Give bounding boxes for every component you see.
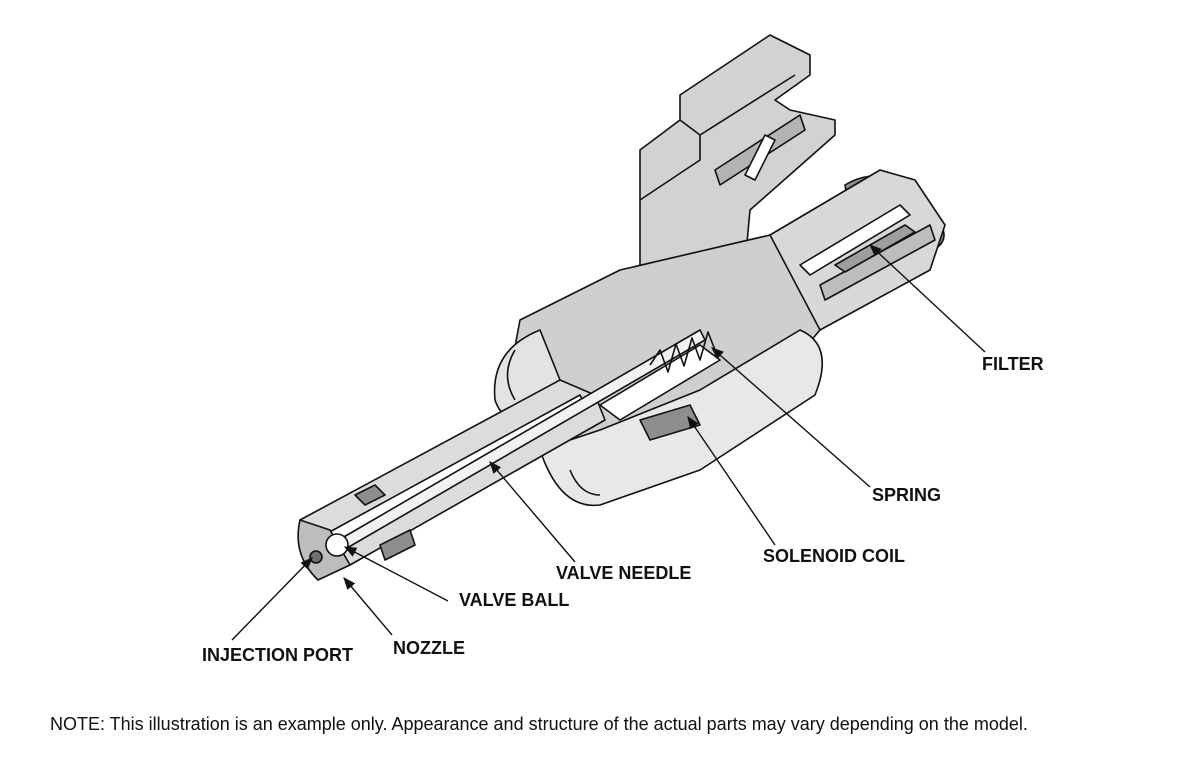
solenoid-coil-band (539, 329, 823, 507)
solenoid-coil-leader (687, 415, 776, 546)
fuel-injector-cutaway-diagram: FILTER SPRING SOLENOID COIL VALVE NEEDLE… (202, 34, 1044, 665)
filter-leader (869, 244, 986, 353)
spring-label: SPRING (872, 485, 941, 505)
nozzle-label: NOZZLE (393, 638, 465, 658)
spring-leader (711, 347, 871, 488)
inlet-body (769, 169, 946, 331)
connector-housing (639, 34, 836, 291)
nozzle-leader (343, 577, 393, 636)
solenoid-coil-label: SOLENOID COIL (763, 546, 905, 566)
injection-port-label: INJECTION PORT (202, 645, 353, 665)
valve-ball-leader (343, 546, 449, 602)
spring (649, 331, 716, 373)
valve-needle-label: VALVE NEEDLE (556, 563, 691, 583)
injector-illustration (297, 34, 946, 581)
valve-needle-leader (489, 461, 576, 563)
valve-ball-label: VALVE BALL (459, 590, 569, 610)
injection-port-leader (231, 557, 313, 641)
filter-label: FILTER (982, 354, 1044, 374)
disclaimer-note: NOTE: This illustration is an example on… (50, 714, 1028, 734)
